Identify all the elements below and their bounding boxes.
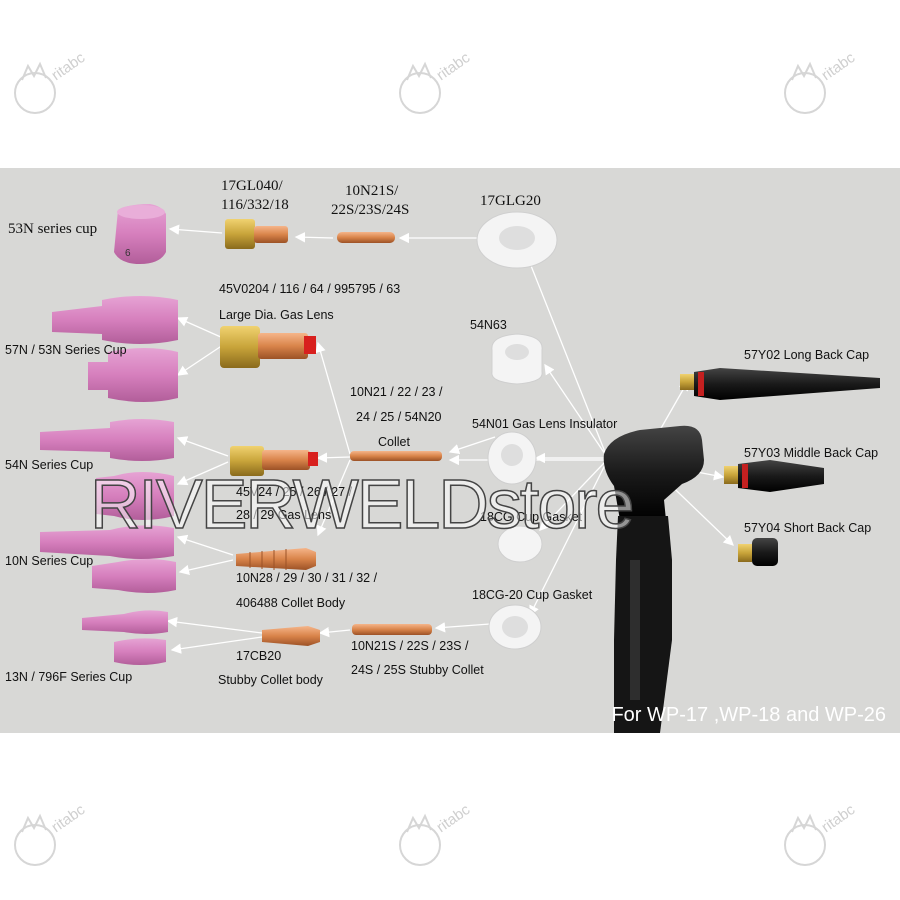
collet-body-17gl040 [225,219,288,249]
back-cap-short [738,538,778,566]
label-cup-10n: 10N Series Cup [5,554,94,568]
label-17glg20: 17GLG20 [480,193,541,209]
label-10n28-1: 10N28 / 29 / 30 / 31 / 32 / [236,571,378,585]
label-collet-3: Collet [378,435,410,449]
label-collet-1: 10N21 / 22 / 23 / [350,385,443,399]
watermark-stamp-bc: ritabc [399,801,474,866]
cup-gasket-18cg20 [488,604,542,650]
gas-lens-large [220,326,316,368]
watermark-stamp-tc: ritabc [399,49,474,114]
cup-57n-long [52,296,178,402]
label-cup-54n: 54N Series Cup [5,458,94,472]
label-45v0204: 45V0204 / 116 / 64 / 995795 / 63 [219,282,401,296]
insulator-54n01 [487,431,537,485]
label-17gl040-2: 116/332/18 [221,197,289,213]
parts-illustration [40,204,880,733]
watermark-stamp-tl: ritabc [14,49,89,114]
compatibility-caption: For WP-17 ,WP-18 and WP-26 [611,704,886,726]
collet-10n21s [337,232,395,243]
label-stubby-1: 10N21S / 22S / 23S / [351,639,469,653]
cup-13n [82,610,168,665]
label-18cg20: 18CG-20 Cup Gasket [472,588,593,602]
back-cap-long [680,368,880,400]
gas-lens-45v24 [230,446,318,476]
label-18cg: 18CG Cup Gasket [480,510,583,524]
label-57y02: 57Y02 Long Back Cap [744,348,870,362]
store-watermark: RIVERWELDstore [89,464,635,544]
label-cup-57n: 57N / 53N Series Cup [5,343,127,357]
label-54n63: 54N63 [470,318,507,332]
watermark-stamp-br: ritabc [784,801,859,866]
label-57y03: 57Y03 Middle Back Cap [744,446,879,460]
cup-53n-top [114,204,166,264]
stamp-text: ritabc [48,49,88,84]
stamp-text: ritabc [48,801,88,836]
label-collet-2: 24 / 25 / 54N20 [356,410,442,424]
stamp-text: ritabc [818,49,858,84]
stamp-text: ritabc [433,49,473,84]
cup-10n [40,525,176,593]
insulator-17glg20 [476,211,558,269]
collet-body-10n28 [236,548,316,570]
cup-54n [40,419,174,520]
label-10n21s: 10N21S/ [345,183,399,199]
collet-stubby [352,624,432,635]
label-cup-53n: 53N series cup [8,221,98,237]
label-stubby-2: 24S / 25S Stubby Collet [351,663,484,677]
watermark-stamp-bl: ritabc [14,801,89,866]
label-54n01: 54N01 Gas Lens Insulator [472,417,618,431]
label-10n28-2: 406488 Collet Body [236,596,346,610]
label-stubby-body: Stubby Collet body [218,673,323,687]
label-45v24-1: 45V24 / 25 / 26 / 27 / [236,485,353,499]
label-10n21s-2: 22S/23S/24S [331,202,410,218]
label-large-lens: Large Dia. Gas Lens [219,308,334,322]
collet-10n21 [350,451,442,461]
label-17cb20: 17CB20 [236,649,282,663]
cup-gasket-18cg [497,525,543,563]
stamp-text: ritabc [818,801,858,836]
label-45v24-2: 28 / 29 Gas Lens [236,508,332,522]
label-cup-digit: 6 [125,248,131,259]
stamp-text: ritabc [433,801,473,836]
torch [603,425,704,733]
product-photo: 53N series cup 6 17GL040/ 116/332/18 10N… [0,168,900,733]
collet-body-17cb20 [262,626,320,646]
label-57y04: 57Y04 Short Back Cap [744,521,872,535]
label-cup-13n: 13N / 796F Series Cup [5,670,133,684]
back-cap-middle [724,460,824,492]
watermark-stamp-tr: ritabc [784,49,859,114]
insulator-54n63 [491,333,543,385]
label-17gl040: 17GL040/ [221,178,283,194]
